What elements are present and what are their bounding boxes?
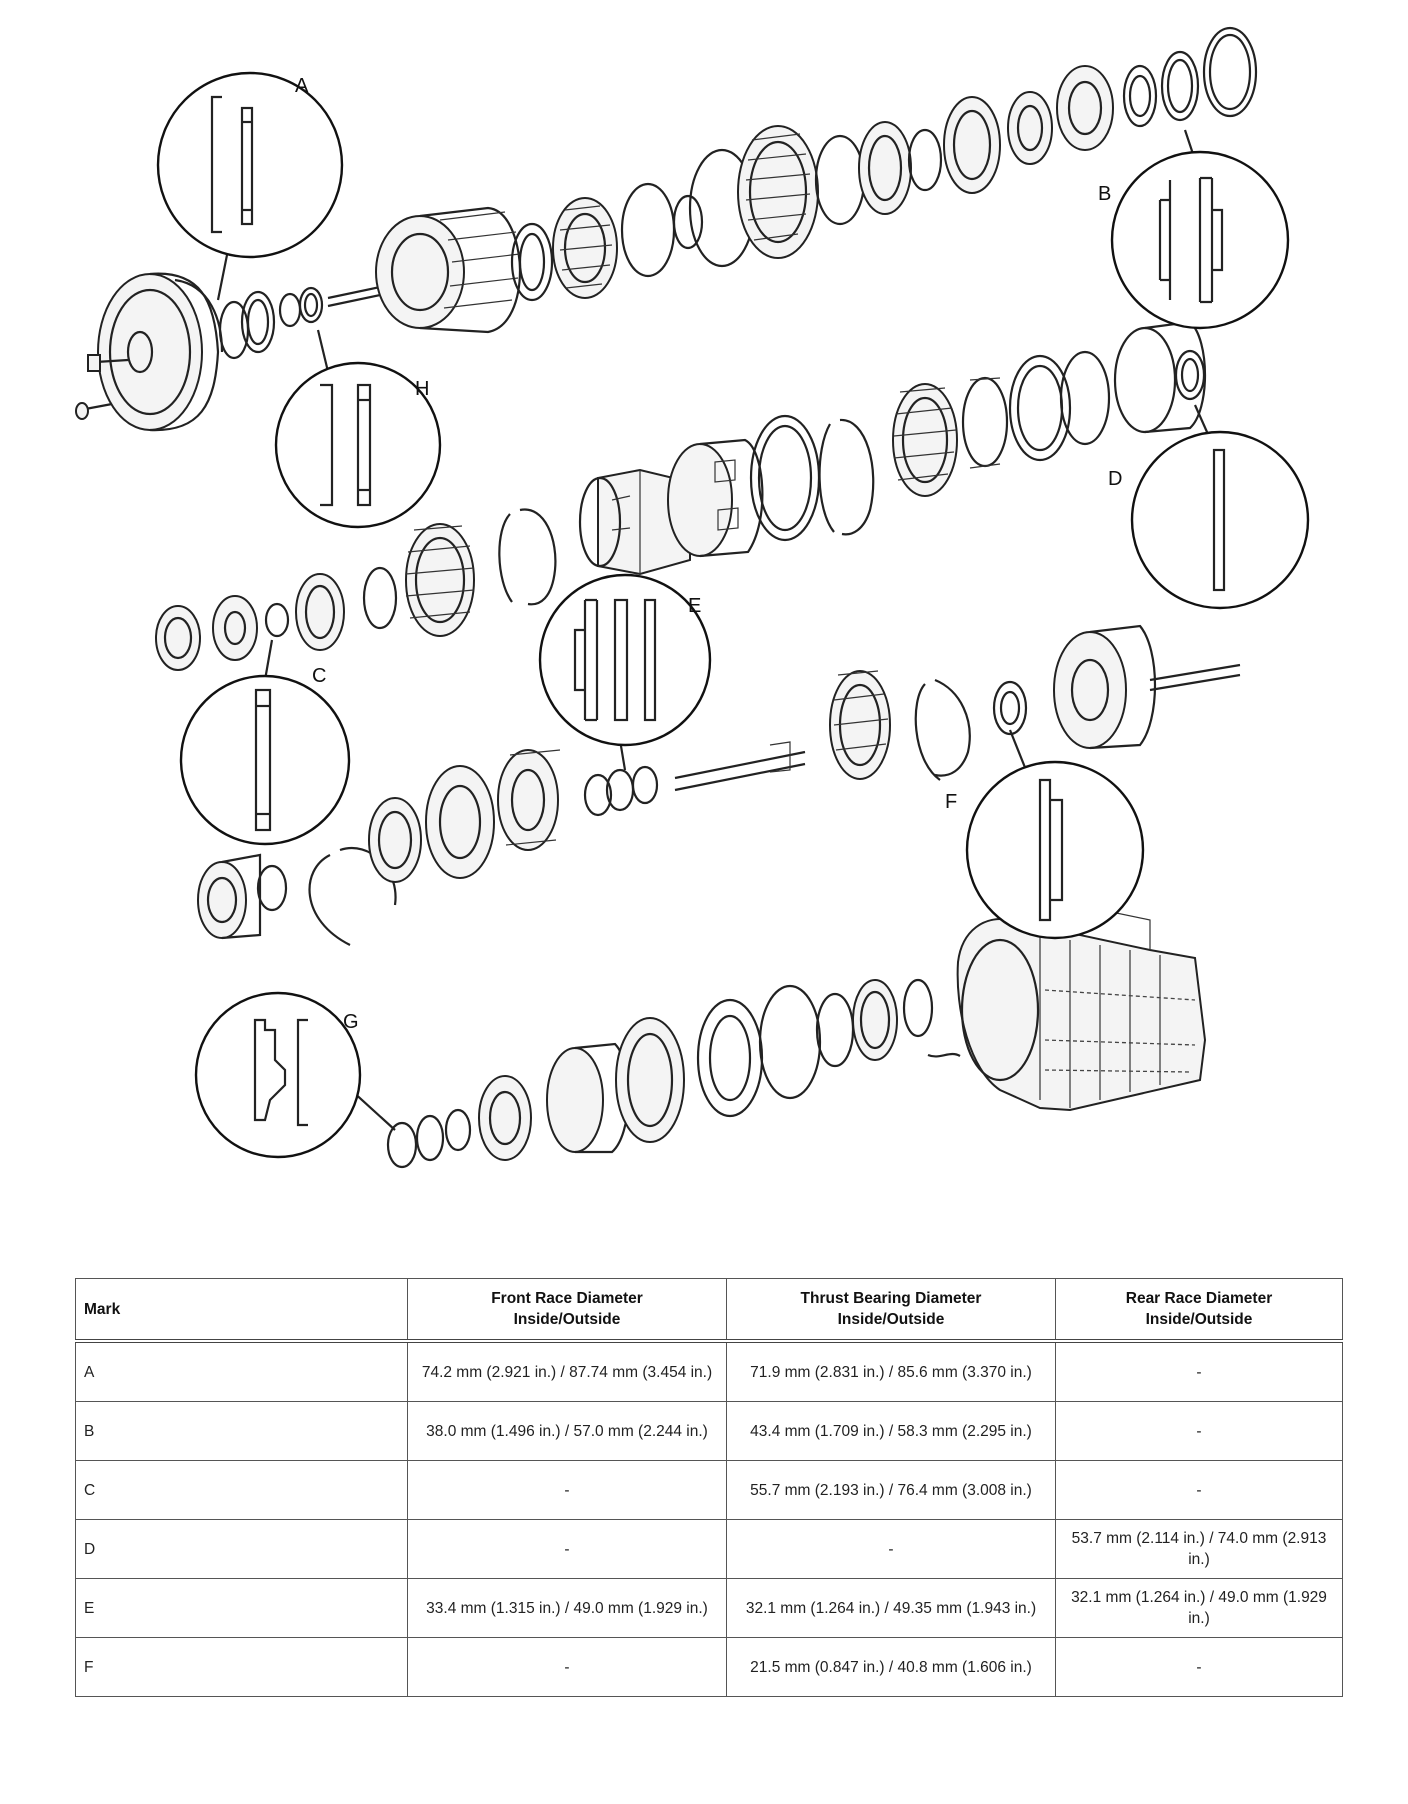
input-drum-part [327, 206, 522, 334]
cell-thrust-bearing: 55.7 mm (2.193 in.) / 76.4 mm (3.008 in.… [726, 1460, 1056, 1520]
cell-thrust-bearing: 21.5 mm (0.847 in.) / 40.8 mm (1.606 in.… [726, 1637, 1056, 1697]
cell-thrust-bearing: - [726, 1519, 1056, 1579]
cell-front-race: - [407, 1637, 727, 1697]
cell-mark: F [75, 1637, 408, 1697]
callout-label-f: F [945, 791, 957, 813]
header-rear-race: Rear Race Diameter Inside/Outside [1055, 1278, 1343, 1342]
cell-rear-race: - [1055, 1460, 1343, 1520]
callout-b: B [1098, 129, 1290, 330]
callout-d: D [1108, 404, 1310, 610]
callout-label-h: H [415, 378, 429, 400]
cell-front-race: - [407, 1460, 727, 1520]
callout-h: H [274, 329, 442, 529]
pump-rings [218, 286, 324, 360]
callout-label-d: D [1108, 468, 1122, 490]
cell-front-race: - [407, 1519, 727, 1579]
table-header-row: Mark Front Race Diameter Inside/Outside … [75, 1278, 1343, 1342]
cell-rear-race: - [1055, 1340, 1343, 1402]
cell-mark: D [75, 1519, 408, 1579]
row1-clutch-pack [510, 26, 1258, 302]
header-thrust-bearing: Thrust Bearing Diameter Inside/Outside [726, 1278, 1056, 1342]
callout-c: C [179, 639, 351, 846]
cell-front-race: 74.2 mm (2.921 in.) / 87.74 mm (3.454 in… [407, 1340, 727, 1402]
cell-mark: B [75, 1401, 408, 1461]
cell-rear-race: 53.7 mm (2.114 in.) / 74.0 mm (2.913 in.… [1055, 1519, 1343, 1579]
callout-label-c: C [312, 665, 326, 687]
table-row: E 33.4 mm (1.315 in.) / 49.0 mm (1.929 i… [75, 1578, 1343, 1638]
cell-thrust-bearing: 71.9 mm (2.831 in.) / 85.6 mm (3.370 in.… [726, 1340, 1056, 1402]
cell-front-race: 38.0 mm (1.496 in.) / 57.0 mm (2.244 in.… [407, 1401, 727, 1461]
row4-parts [386, 894, 1207, 1169]
row2-parts [155, 320, 1207, 671]
table-row: D - - 53.7 mm (2.114 in.) / 74.0 mm (2.9… [75, 1519, 1343, 1579]
cell-rear-race: - [1055, 1637, 1343, 1697]
table-row: B 38.0 mm (1.496 in.) / 57.0 mm (2.244 i… [75, 1401, 1343, 1461]
cell-front-race: 33.4 mm (1.315 in.) / 49.0 mm (1.929 in.… [407, 1578, 727, 1638]
header-front-race: Front Race Diameter Inside/Outside [407, 1278, 727, 1342]
cell-mark: E [75, 1578, 408, 1638]
cell-thrust-bearing: 43.4 mm (1.709 in.) / 58.3 mm (2.295 in.… [726, 1401, 1056, 1461]
callout-e: E [538, 573, 712, 771]
cell-rear-race: 32.1 mm (1.264 in.) / 49.0 mm (1.929 in.… [1055, 1578, 1343, 1638]
table-row: C - 55.7 mm (2.193 in.) / 76.4 mm (3.008… [75, 1460, 1343, 1520]
callout-label-g: G [343, 1011, 359, 1033]
cell-mark: A [75, 1340, 408, 1402]
transmission-case-part [956, 894, 1207, 1112]
table-row: F - 21.5 mm (0.847 in.) / 40.8 mm (1.606… [75, 1637, 1343, 1697]
exploded-view-diagram: A B H D C E [75, 26, 1310, 1169]
callout-label-b: B [1098, 183, 1111, 205]
callout-label-a: A [295, 75, 309, 97]
row3-parts [197, 624, 1241, 946]
oil-pump-part [75, 272, 224, 432]
callout-a: A [156, 71, 344, 301]
callout-f: F [945, 729, 1145, 940]
cell-mark: C [75, 1460, 408, 1520]
row1-parts [75, 26, 1258, 432]
race-bearing-spec-table: Mark Front Race Diameter Inside/Outside … [75, 1278, 1343, 1697]
header-mark: Mark [75, 1278, 408, 1342]
table-row: A 74.2 mm (2.921 in.) / 87.74 mm (3.454 … [75, 1340, 1343, 1402]
cell-thrust-bearing: 32.1 mm (1.264 in.) / 49.35 mm (1.943 in… [726, 1578, 1056, 1638]
callout-g: G [194, 991, 396, 1159]
cell-rear-race: - [1055, 1401, 1343, 1461]
callout-label-e: E [688, 595, 701, 617]
